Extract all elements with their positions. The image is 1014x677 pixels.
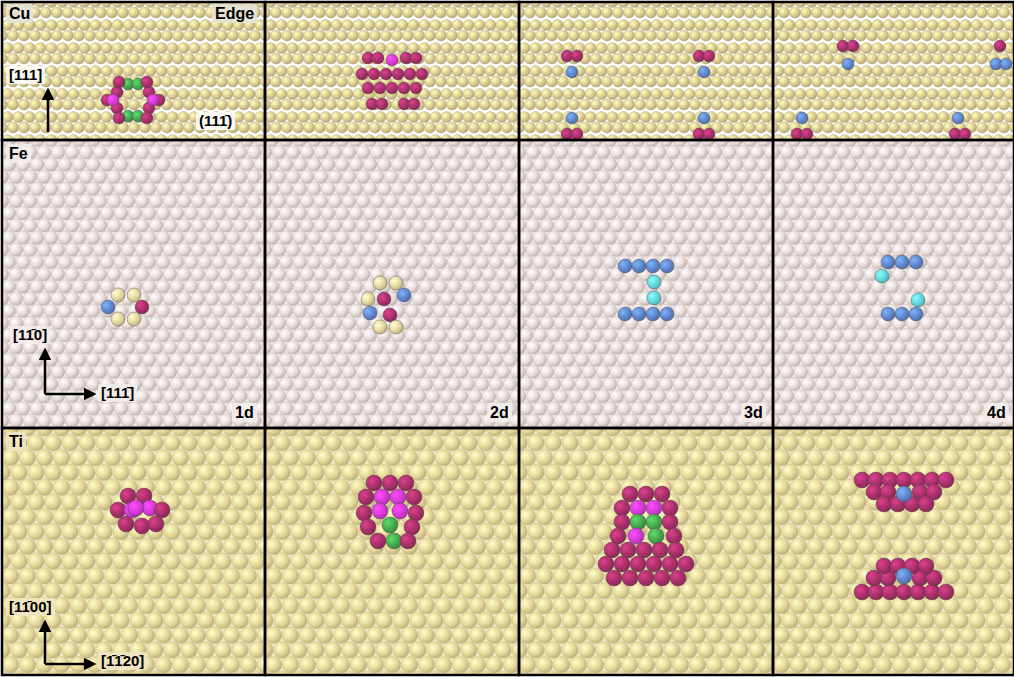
defect-cluster xyxy=(875,255,925,321)
atom-lattice xyxy=(773,2,1014,140)
direction-label: [1̄1̄20] xyxy=(98,652,147,670)
defect-cluster xyxy=(110,488,170,534)
atom-lattice xyxy=(519,2,773,140)
defect-cluster xyxy=(561,50,583,78)
atom-lattice xyxy=(265,428,519,675)
defect-cluster xyxy=(618,259,674,321)
material-name: Ti xyxy=(6,432,26,451)
material-name: Cu xyxy=(6,4,33,23)
time-label: 2d xyxy=(487,403,512,422)
defect-cluster xyxy=(693,50,715,78)
dislocation-type: Edge xyxy=(212,4,257,23)
defect-cluster xyxy=(837,40,859,70)
defect-cluster xyxy=(949,112,971,140)
defect-cluster xyxy=(990,40,1012,70)
defect-cluster xyxy=(854,472,954,600)
defect-cluster xyxy=(693,112,715,140)
defect-cluster xyxy=(356,52,428,110)
atom-lattice xyxy=(519,140,773,428)
defect-cluster xyxy=(361,276,411,334)
defect-cluster xyxy=(356,475,424,549)
defect-cluster xyxy=(561,112,583,140)
atom-lattice xyxy=(2,428,265,675)
defect-cluster xyxy=(101,76,165,124)
material-name: Fe xyxy=(6,144,31,163)
defect-cluster xyxy=(598,486,694,586)
atom-lattice xyxy=(519,428,773,675)
atom-lattice xyxy=(2,140,265,428)
direction-label: [11̄00] xyxy=(6,598,55,616)
time-label: 1d xyxy=(232,403,257,422)
axis-arrows xyxy=(45,90,94,664)
time-label: 3d xyxy=(741,403,766,422)
time-label: 4d xyxy=(984,403,1009,422)
plane-label: (111̄) xyxy=(196,112,235,130)
direction-label: [11̄0] xyxy=(10,326,50,344)
direction-label: [111] xyxy=(6,66,45,84)
atom-lattice xyxy=(265,2,519,140)
atom-lattice xyxy=(265,140,519,428)
atom-lattice xyxy=(773,140,1014,428)
atom-lattice xyxy=(773,428,1014,675)
defect-cluster xyxy=(791,112,813,140)
defect-cluster xyxy=(101,288,149,326)
direction-label: [111̄] xyxy=(98,384,137,402)
atom-lattice xyxy=(2,2,265,140)
